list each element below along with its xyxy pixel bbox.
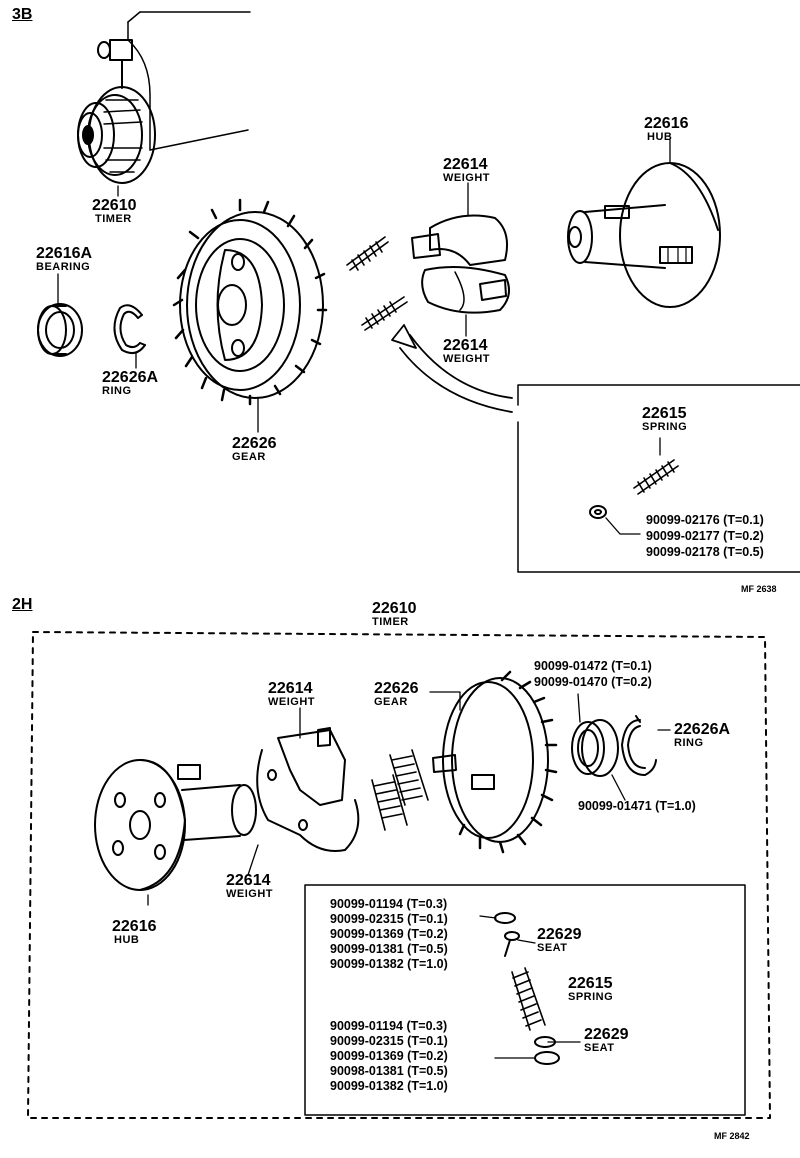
label-spring-top: 22615 SPRING (642, 406, 687, 433)
shim-code-lower-4: 90098-01381 (T=0.5) (330, 1064, 448, 1078)
inset-box-top (517, 384, 800, 573)
part-name: SPRING (568, 991, 614, 1003)
part-name: HUB (114, 934, 140, 946)
hub-drawing (567, 162, 721, 308)
shim-code-lower-1: 90099-01194 (T=0.3) (330, 1019, 448, 1033)
part-name: WEIGHT (443, 172, 490, 184)
part-number: 22626 (374, 680, 419, 697)
part-number: 22616A (36, 245, 93, 262)
shim-code-upper-2: 90099-02315 (T=0.1) (330, 912, 448, 926)
shim-code-upper-4: 90099-01381 (T=0.5) (330, 942, 448, 956)
weight-drawing (411, 214, 510, 314)
label-seat-lower: 22629 SEAT (584, 1027, 629, 1054)
part-number: 22616 (112, 918, 157, 935)
part-number: 22614 (226, 872, 271, 889)
part-number: 22614 (268, 680, 313, 697)
part-name: TIMER (95, 213, 132, 225)
shim-code-upper-5: 90099-01382 (T=1.0) (330, 957, 448, 971)
part-number: 22614 (443, 337, 488, 354)
part-number: 22626A (102, 369, 159, 386)
engine-plate-outline (127, 11, 251, 151)
weight-bottom-drawing (256, 727, 360, 852)
label-weight-bottom-upper: 22614 WEIGHT (268, 681, 315, 708)
part-number: 22615 (642, 405, 687, 422)
inset-box-bottom (304, 884, 746, 1116)
label-spring-bottom: 22615 SPRING (568, 976, 613, 1003)
part-number: 22614 (443, 156, 488, 173)
timer-dashed-box (27, 631, 771, 1119)
shim-code-upper-1: 90099-01194 (T=0.3) (330, 897, 448, 911)
label-weight-bottom-lower: 22614 WEIGHT (226, 873, 273, 900)
washer-code-1: 90099-01472 (T=0.1) (534, 659, 652, 673)
part-number: 22626 (232, 435, 277, 452)
curved-arrow (391, 324, 513, 413)
label-weight-top-upper: 22614 WEIGHT (443, 157, 490, 184)
figure-ref-bottom: MF 2842 (714, 1131, 750, 1141)
part-name: WEIGHT (268, 696, 315, 708)
part-name: HUB (647, 131, 673, 143)
washer-code-2: 90099-01470 (T=0.2) (534, 675, 652, 689)
label-timer-bottom: 22610 TIMER (372, 601, 417, 628)
part-name: TIMER (372, 616, 409, 628)
hub-bottom-drawing (94, 759, 257, 891)
part-number: 22626A (674, 721, 731, 738)
washer-bottom-drawing (571, 719, 619, 777)
shim-code-top-1: 90099-02176 (T=0.1) (646, 513, 764, 527)
part-number: 22629 (537, 926, 582, 943)
shim-code-lower-3: 90099-01369 (T=0.2) (330, 1049, 448, 1063)
ring-drawing (113, 304, 146, 355)
label-hub-top: 22616 HUB (644, 116, 689, 143)
inset-shim-drawing (589, 505, 607, 519)
part-name: SPRING (642, 421, 688, 433)
part-name: WEIGHT (443, 353, 490, 365)
label-ring-top: 22626A RING (102, 370, 158, 397)
part-name: RING (674, 737, 704, 749)
springs-bottom-drawing (371, 749, 429, 831)
part-number: 22610 (372, 600, 417, 617)
part-name: GEAR (374, 696, 408, 708)
label-seat-upper: 22629 SEAT (537, 927, 582, 954)
leader-lines-bottom (147, 691, 671, 1059)
part-name: GEAR (232, 451, 266, 463)
part-name: SEAT (584, 1042, 615, 1054)
label-hub-bottom: 22616 HUB (112, 919, 157, 946)
part-name: BEARING (36, 261, 91, 273)
bearing-drawing (37, 303, 83, 357)
leader-lines-top (57, 139, 671, 535)
label-ring-bottom: 22626A RING (674, 722, 730, 749)
label-weight-top-lower: 22614 WEIGHT (443, 338, 490, 365)
section-label-2h: 2H (12, 596, 33, 613)
shim-code-lower-5: 90099-01382 (T=1.0) (330, 1079, 448, 1093)
gear-drawing (172, 198, 328, 406)
part-number: 22615 (568, 975, 613, 992)
label-gear-top: 22626 GEAR (232, 436, 277, 463)
part-number: 22610 (92, 197, 137, 214)
figure-ref-top: MF 2638 (741, 584, 777, 594)
ring-bottom-drawing (621, 715, 657, 776)
washer-code-single: 90099-01471 (T=1.0) (578, 799, 696, 813)
timer-assembly-drawing (77, 39, 156, 184)
weight-springs-drawing (346, 236, 408, 331)
inset-spring-drawing (633, 459, 679, 495)
gear-bottom-drawing (432, 670, 558, 854)
label-gear-bottom: 22626 GEAR (374, 681, 419, 708)
section-label-3b: 3B (12, 6, 33, 23)
part-number: 22616 (644, 115, 689, 132)
shim-code-lower-2: 90099-02315 (T=0.1) (330, 1034, 448, 1048)
label-bearing: 22616A BEARING (36, 246, 92, 273)
part-name: WEIGHT (226, 888, 273, 900)
shim-code-top-3: 90099-02178 (T=0.5) (646, 545, 764, 559)
part-number: 22629 (584, 1026, 629, 1043)
inner-parts-drawing (494, 912, 560, 1065)
shim-code-upper-3: 90099-01369 (T=0.2) (330, 927, 448, 941)
part-name: RING (102, 385, 132, 397)
shim-code-top-2: 90099-02177 (T=0.2) (646, 529, 764, 543)
label-timer-top: 22610 TIMER (92, 198, 137, 225)
part-name: SEAT (537, 942, 568, 954)
